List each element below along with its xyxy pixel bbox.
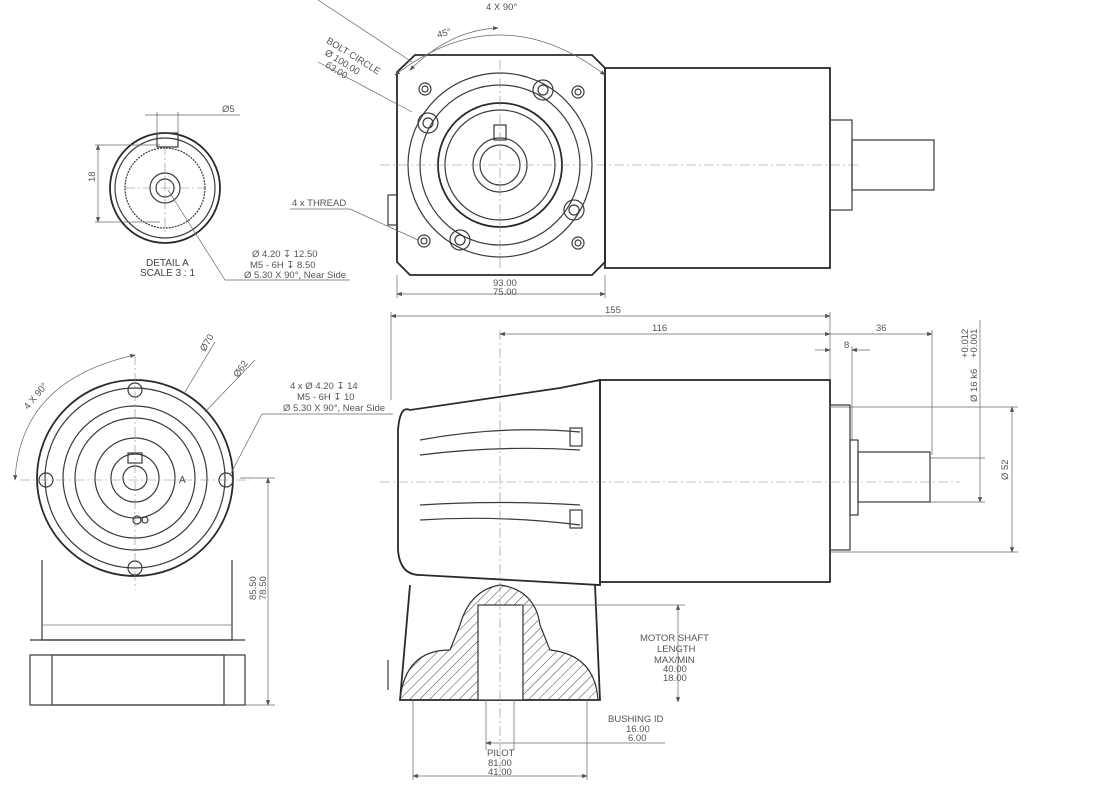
detail-callout-3: Ø 5.30 X 90°, Near Side (244, 270, 346, 281)
detail-callout-1: Ø 4.20 ↧ 12.50 (252, 249, 318, 260)
output-shaft (851, 139, 935, 191)
pilot-label: PILOT (487, 748, 515, 759)
detail-a: Ø5 18 DETAIL A SCALE 3 : 1 Ø 4.20 ↧ 12.5… (87, 104, 350, 281)
motor-shaft-label-2: LENGTH (657, 644, 696, 655)
bushing-id-min: 6.00 (628, 733, 647, 744)
socket-screws (417, 79, 585, 251)
shaft-length: 36 (876, 323, 887, 334)
angle-total-label: 4 X 90° (486, 2, 517, 13)
detail-scale: SCALE 3 : 1 (140, 268, 195, 279)
angle-half-label: 45° (436, 27, 453, 41)
front-view: 4 X 90° Ø70 Ø62 A 4 x Ø 4.20 ↧ 14 M5 - 6… (13, 332, 393, 706)
motor-shaft-min: 18.00 (663, 673, 687, 684)
top-view: 4 X 90° 45° BOLT CIRCLE Ø 100.00 63.00 4… (290, 0, 935, 298)
square-flange (396, 54, 606, 276)
motor-body (604, 67, 831, 269)
height-max: 85.50 (248, 576, 259, 600)
bushing-id-max: 16.00 (626, 724, 650, 735)
detail-a-marker: A (179, 475, 186, 486)
center-length: 116 (652, 323, 667, 334)
dia-outer-label: Ø70 (198, 332, 217, 353)
side-output-shaft (857, 451, 931, 503)
height-min: 78.50 (258, 576, 269, 600)
motor-shaft-max: 40.00 (663, 664, 687, 675)
side-view: 155 116 36 8 Ø 52 Ø 16 k6 +0.012 +0.001 … (380, 305, 1018, 780)
bolt-holes (417, 82, 585, 250)
pilot-max: 81.00 (488, 758, 512, 769)
dia-inner-label: Ø62 (231, 359, 250, 380)
motor-shaft-label-1: MOTOR SHAFT (640, 633, 709, 644)
front-callout-1: 4 x Ø 4.20 ↧ 14 (290, 381, 358, 392)
shaft-diameter: Ø 16 k6 (969, 369, 980, 402)
tolerance-upper: +0.012 (960, 329, 971, 358)
front-angle-label: 4 X 90° (22, 381, 51, 412)
square-size-min: 75.00 (493, 287, 517, 298)
square-size-max: 93.00 (493, 278, 517, 289)
detail-title: DETAIL A (146, 258, 189, 269)
thread-label: 4 x THREAD (292, 198, 346, 209)
shoulder-length: 8 (844, 340, 849, 351)
keyway-width: Ø5 (222, 104, 235, 115)
motor-shaft-label-3: MAX/MIN (654, 655, 695, 666)
overall-length: 155 (605, 305, 621, 316)
pilot-diameter: Ø 52 (1000, 459, 1011, 480)
detail-height: 18 (87, 171, 98, 182)
detail-callout-2: M5 - 6H ↧ 8.50 (250, 260, 316, 271)
pilot-min: 41.00 (488, 767, 512, 778)
front-callout-3: Ø 5.30 X 90°, Near Side (283, 403, 385, 414)
bushing-id-label: BUSHING ID (608, 714, 664, 725)
front-callout-2: M5 - 6H ↧ 10 (297, 392, 355, 403)
side-motor-body (599, 379, 831, 583)
tolerance-lower: +0.001 (969, 329, 980, 358)
